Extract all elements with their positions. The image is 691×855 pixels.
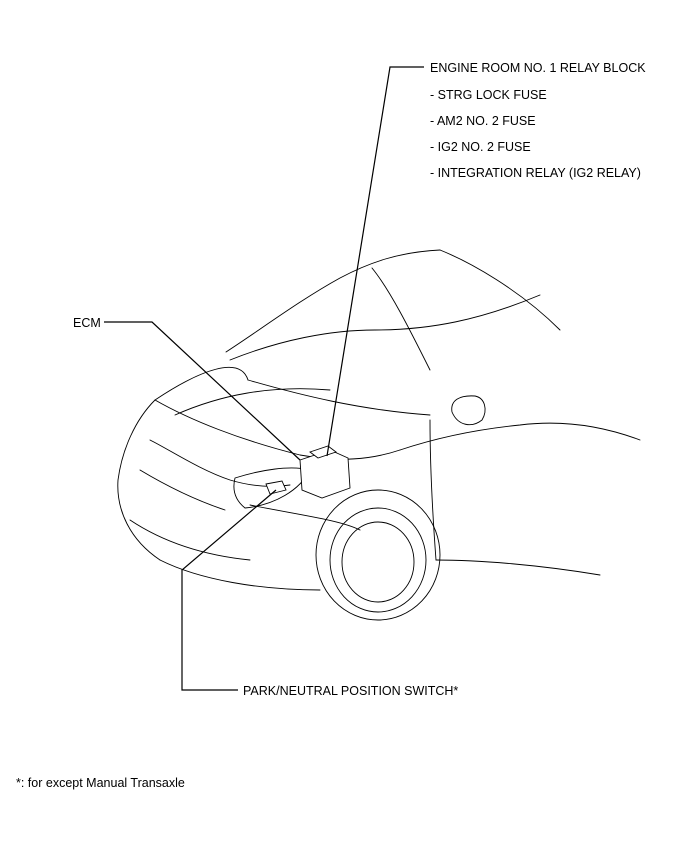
relay-item-strg-lock-fuse: - STRG LOCK FUSE [430, 88, 547, 102]
windshield-top [229, 294, 541, 361]
relay-block-leader [326, 66, 424, 457]
relay-item-ig2-no2-fuse: - IG2 NO. 2 FUSE [430, 140, 531, 154]
hood-crease [174, 388, 331, 416]
pnp-switch-leader [181, 489, 277, 691]
a-pillar [371, 267, 431, 371]
beltline [399, 422, 641, 451]
side-mirror [451, 395, 486, 426]
relay-item-integration-relay: - INTEGRATION RELAY (IG2 RELAY) [430, 166, 641, 180]
ecm-label: ECM [73, 316, 101, 330]
roof-line [225, 249, 441, 353]
footnote: *: for except Manual Transaxle [16, 776, 185, 790]
front-tire [329, 507, 427, 613]
headlight [233, 467, 311, 509]
car-outline [117, 249, 641, 621]
roof-rear [439, 249, 561, 331]
front-rim [341, 521, 415, 603]
leader-lines [104, 66, 424, 691]
hood-left [154, 366, 249, 401]
relay-block-top [309, 445, 337, 459]
pnp-switch-label: PARK/NEUTRAL POSITION SWITCH* [243, 684, 459, 698]
pnp-switch-body [265, 480, 287, 495]
pnp-switch-component [265, 480, 287, 495]
hood-front [154, 399, 401, 460]
relay-block-body [299, 449, 351, 499]
front-bumper-left [117, 399, 161, 561]
front-wheel-arch [315, 489, 441, 621]
relay-item-am2-no2-fuse: - AM2 NO. 2 FUSE [430, 114, 536, 128]
lower-intake [129, 519, 251, 561]
rocker [435, 559, 601, 576]
bumper-lower [159, 559, 321, 591]
windshield-bottom [247, 379, 431, 416]
grille-mid [139, 469, 226, 511]
fender-lower [249, 504, 361, 531]
relay-block-component [299, 445, 351, 499]
ecm-leader [104, 321, 301, 461]
front-door-edge [429, 419, 437, 561]
relay-block-label: ENGINE ROOM NO. 1 RELAY BLOCK [430, 61, 646, 75]
